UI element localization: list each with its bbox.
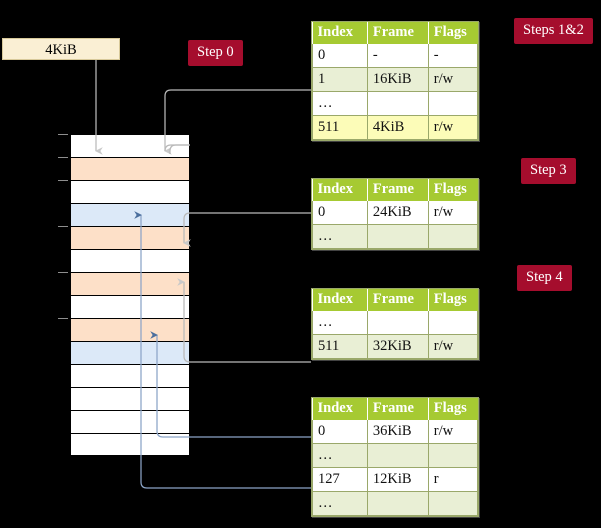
cell-index: 1 [312,67,368,92]
physical-memory-column [58,134,190,457]
cell-flags: r/w [427,420,479,444]
cell-flags: r [427,467,479,492]
badge-step-3: Step 3 [521,158,576,184]
cell-frame: 4KiB [366,115,429,140]
memory-frame-row [70,341,190,364]
cell-index: 511 [312,334,368,359]
table-row[interactable]: 0-- [312,44,479,68]
memory-frame-row [70,134,190,157]
memory-row-tick [58,157,68,158]
memory-frame-row [70,364,190,387]
table-row[interactable]: … [312,224,479,249]
column-header-index: Index [312,22,368,44]
column-header-flags: Flags [428,22,478,44]
cell-flags: r/w [427,334,479,359]
column-header-frame: Frame [367,179,429,201]
cell-index: 0 [312,420,368,444]
memory-frame-row [70,226,190,249]
virtual-address-box: 4KiB [2,38,120,60]
memory-frame-row [70,318,190,341]
cell-flags: r/w [427,201,479,225]
memory-frame-row [70,203,190,226]
column-header-frame: Frame [367,289,429,311]
cell-flags: - [427,44,479,68]
cell-index: 511 [312,115,368,140]
badge-steps-1-2: Steps 1&2 [514,18,593,44]
cell-index: 0 [312,201,368,225]
memory-row-tick [58,226,68,227]
virtual-address-label: 4KiB [45,42,77,58]
cell-flags [427,91,479,116]
cell-frame: 16KiB [366,67,429,92]
cell-flags: r/w [427,67,479,92]
column-header-flags: Flags [428,179,478,201]
memory-frame-row [70,387,190,410]
table-row[interactable]: … [312,491,479,516]
memory-row-tick [58,134,68,135]
memory-frame-row [70,249,190,272]
table-row[interactable]: … [312,443,479,468]
cell-index: … [312,491,368,516]
cell-flags: r/w [427,115,479,140]
cell-frame: 24KiB [366,201,429,225]
memory-frame-row [70,433,190,456]
cell-frame [366,443,429,468]
cell-flags [427,311,479,335]
memory-frame-row [70,157,190,180]
cell-frame [366,491,429,516]
table-row[interactable]: … [312,91,479,116]
cell-frame [366,311,429,335]
table-row[interactable]: … [312,311,479,335]
cell-index: … [312,311,368,335]
column-header-frame: Frame [367,398,429,420]
column-header-frame: Frame [367,22,429,44]
badge-step-0: Step 0 [188,40,243,66]
column-header-flags: Flags [428,398,478,420]
memory-frame-row [70,295,190,318]
column-header-flags: Flags [428,289,478,311]
cell-frame: - [366,44,429,68]
column-header-index: Index [312,289,368,311]
column-header-index: Index [312,179,368,201]
cell-frame: 12KiB [366,467,429,492]
badge-step-4: Step 4 [517,265,572,291]
memory-row-tick [58,180,68,181]
memory-frame-row [70,272,190,295]
cell-index: 127 [312,467,368,492]
memory-frame-row [70,410,190,433]
cell-index: … [312,91,368,116]
cell-index: 0 [312,44,368,68]
cell-frame [366,91,429,116]
cell-frame [366,224,429,249]
cell-frame: 32KiB [366,334,429,359]
cell-flags [427,224,479,249]
cell-index: … [312,224,368,249]
cell-flags [427,491,479,516]
column-header-index: Index [312,398,368,420]
memory-row-tick [58,272,68,273]
memory-row-tick [58,318,68,319]
cell-frame: 36KiB [366,420,429,444]
cell-index: … [312,443,368,468]
cell-flags [427,443,479,468]
memory-frame-row [70,180,190,203]
